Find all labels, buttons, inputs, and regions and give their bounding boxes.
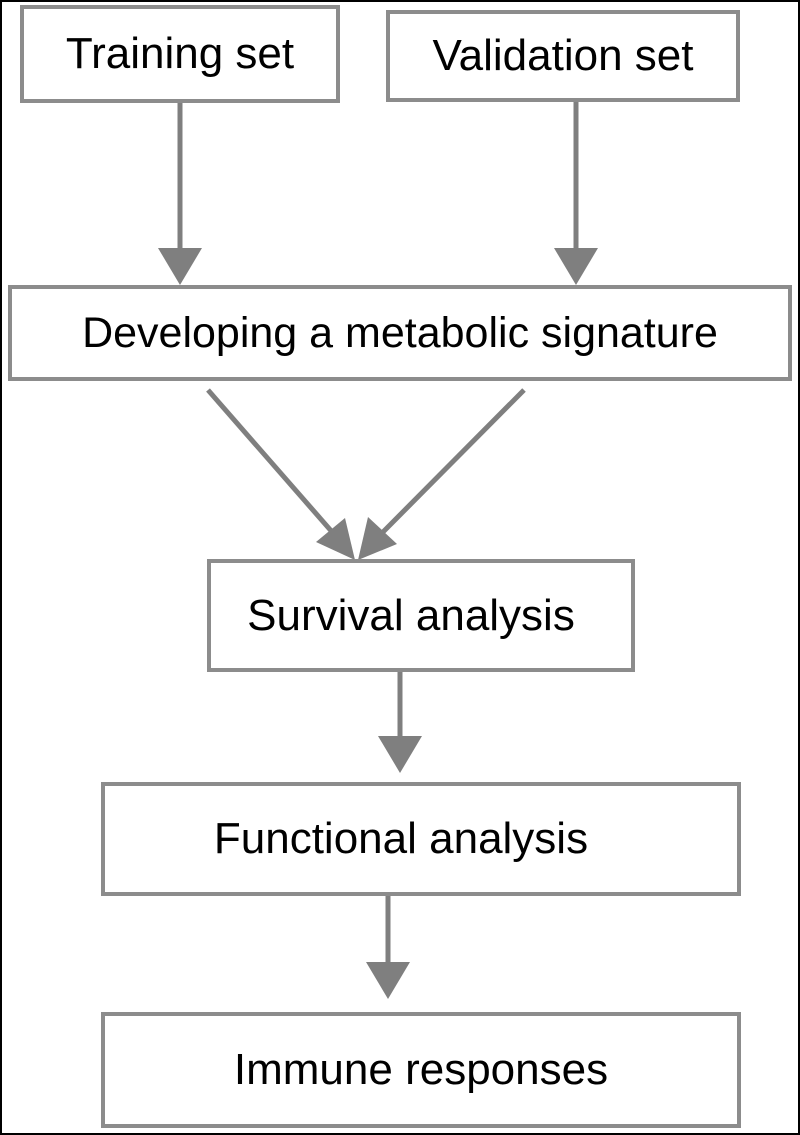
node-immune-responses-label: Immune responses [233, 1045, 609, 1094]
arrow-training-to-signature [158, 103, 202, 285]
node-metabolic-signature: Developing a metabolic signature [8, 285, 792, 381]
node-immune-responses: Immune responses [101, 1012, 741, 1128]
node-survival-analysis: Survival analysis [207, 559, 635, 672]
arrow-signature-to-survival-right [358, 388, 526, 560]
arrow-signature-to-survival-left [206, 388, 355, 560]
node-training-set-label: Training set [65, 29, 295, 78]
node-metabolic-signature-label: Developing a metabolic signature [82, 308, 718, 357]
node-validation-set: Validation set [386, 10, 740, 102]
node-validation-set-label: Validation set [432, 31, 694, 80]
node-survival-analysis-label: Survival analysis [247, 590, 575, 640]
node-training-set: Training set [20, 5, 340, 103]
node-functional-analysis: Functional analysis [101, 782, 741, 896]
node-functional-analysis-label: Functional analysis [213, 814, 589, 863]
arrow-validation-to-signature [554, 102, 598, 285]
arrow-survival-to-functional [378, 672, 422, 773]
arrow-functional-to-immune [366, 896, 410, 999]
